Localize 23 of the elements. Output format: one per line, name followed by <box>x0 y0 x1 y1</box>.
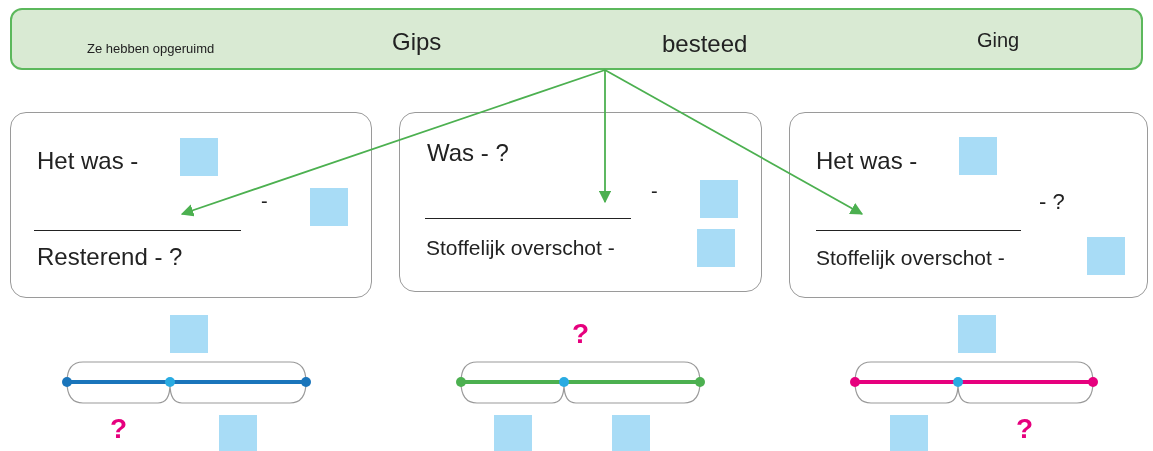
text: Stoffelijk overschot - <box>816 247 1005 268</box>
text: Ging <box>977 30 1020 50</box>
text: Het was - <box>816 149 918 173</box>
exercise-card <box>789 112 1148 298</box>
question-mark: ? <box>110 415 128 443</box>
text: Gips <box>392 30 442 54</box>
arrow <box>598 69 612 204</box>
arrow <box>180 69 606 217</box>
text: Was - ? <box>427 141 509 165</box>
text: Resterend - ? <box>37 245 183 269</box>
text: Ze hebben opgeruimd <box>87 42 215 55</box>
text: besteed <box>662 32 748 56</box>
text: Stoffelijk overschot - <box>426 237 615 258</box>
text: Het was - <box>37 149 139 173</box>
question-mark: ? <box>572 320 590 348</box>
exercise-card <box>10 112 372 298</box>
text: - ? <box>1039 191 1065 213</box>
text: - <box>651 181 658 201</box>
question-mark: ? <box>1016 415 1034 443</box>
arrow <box>604 69 864 215</box>
header-band <box>10 8 1143 70</box>
exercise-card <box>399 112 762 292</box>
text: - <box>261 191 268 211</box>
